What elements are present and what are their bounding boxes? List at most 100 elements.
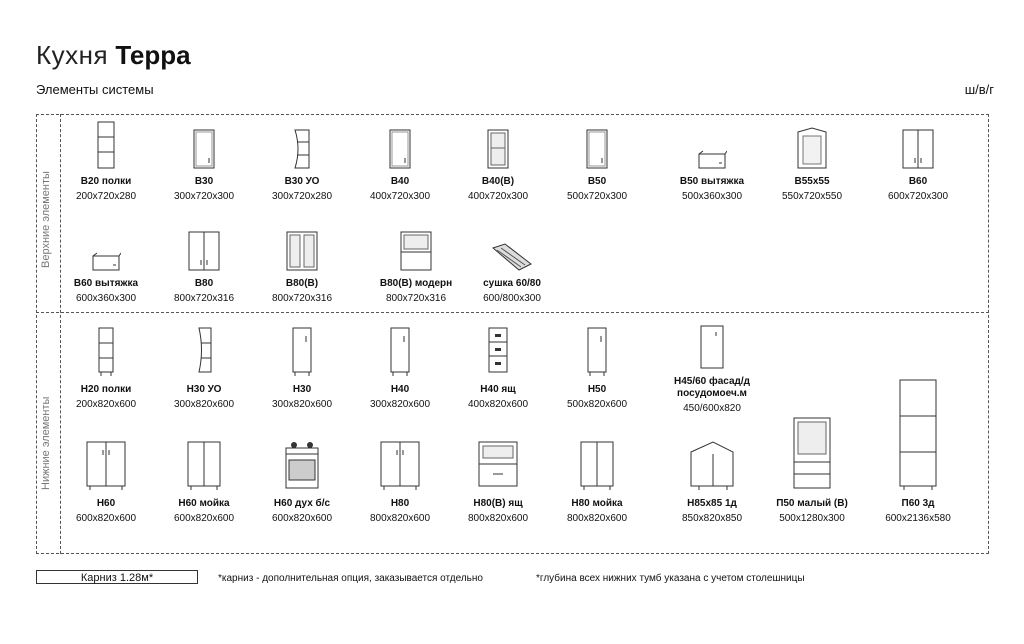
catalog-item: В60 600x720x300 (870, 118, 966, 203)
double-base-cabinet-icon (58, 440, 154, 492)
item-name: Н80 мойка (571, 498, 623, 509)
end-shelf-base-icon (156, 326, 252, 378)
footnote-cornice: *карниз - дополнительная опция, заказыва… (218, 573, 483, 584)
oven-stove-icon (254, 440, 350, 492)
lower-section-label: Нижние элементы (40, 396, 52, 490)
double-wall-cabinet-icon (156, 220, 252, 272)
item-size: 800x820x600 (566, 513, 628, 524)
item-name: В30 УО (284, 176, 320, 187)
item-size: 800x720x316 (385, 293, 447, 304)
item-name: Н20 полки (80, 384, 132, 395)
item-name: сушка 60/80 (483, 278, 541, 289)
catalog-item: В40(В)400x720x300 (450, 118, 546, 203)
item-name: П50 малый (В) (776, 498, 848, 509)
item-name: В80(В) модерн (379, 278, 453, 289)
item-name: Н85x85 1д (687, 498, 737, 509)
wall-cabinet-icon (156, 118, 252, 170)
end-shelf-cabinet-icon (254, 118, 350, 170)
item-size: 600x2136x580 (885, 513, 951, 524)
catalog-item: В50 вытяжка 500x360x300 (664, 118, 760, 203)
catalog-item: В80(В)800x720x316 (254, 220, 350, 305)
hood-cabinet-icon (664, 118, 760, 170)
wall-cabinet-icon (549, 118, 645, 170)
item-name: Н60 дух б/с (273, 498, 331, 509)
corner-wall-cabinet-icon (764, 118, 860, 170)
item-name: Н45/60 фасад/д посудомоеч.м (673, 376, 751, 399)
catalog-item: Н50 500x820x600 (549, 326, 645, 411)
item-size: 300x820x600 (271, 399, 333, 410)
double-wall-cabinet-icon (870, 118, 966, 170)
item-size: 800x720x316 (173, 293, 235, 304)
item-size: 200x720x280 (75, 191, 137, 202)
catalog-item: В60 вытяжка 600x360x300 (58, 220, 154, 305)
catalog-item: В20 полки 200x720x280 (58, 118, 154, 203)
modern-glass-cabinet-icon (368, 220, 464, 272)
item-name: В60 (908, 176, 928, 187)
item-name: В20 полки (80, 176, 132, 187)
drawer-glass-base-icon (450, 440, 546, 492)
double-glass-cabinet-icon (254, 220, 350, 272)
base-cabinet-icon (352, 326, 448, 378)
wall-cabinet-icon (352, 118, 448, 170)
item-name: Н40 (390, 384, 410, 395)
frame-divider-horizontal (36, 312, 989, 313)
item-size: 400x720x300 (467, 191, 529, 202)
upper-section-label: Верхние элементы (40, 171, 52, 268)
cornice-label: Карниз 1.28м* (36, 570, 198, 584)
catalog-item: Н40 300x820x600 (352, 326, 448, 411)
drawer-base-icon (450, 326, 546, 378)
footnote-depth: *глубина всех нижних тумб указана с учет… (536, 573, 805, 584)
title-light: Кухня (36, 40, 109, 70)
item-size: 400x820x600 (467, 399, 529, 410)
item-size: 300x820x600 (173, 399, 235, 410)
item-size: 500x1280x300 (779, 513, 845, 524)
item-size: 500x360x300 (681, 191, 743, 202)
item-size: 200x820x600 (75, 399, 137, 410)
catalog-item: сушка 60/80 600/800x300 (464, 220, 560, 305)
item-size: 800x820x600 (467, 513, 529, 524)
catalog-item: П60 3д 600x2136x580 (870, 378, 966, 525)
double-base-cabinet-icon (352, 440, 448, 492)
frame-divider-vertical (60, 114, 61, 554)
item-size: 600/800x300 (483, 293, 541, 304)
catalog-item: В30 300x720x300 (156, 118, 252, 203)
item-name: Н60 (96, 498, 116, 509)
item-name: Н50 (587, 384, 607, 395)
item-size: 600x360x300 (75, 293, 137, 304)
item-size: 400x720x300 (369, 191, 431, 202)
item-name: П60 3д (901, 498, 935, 509)
title-bold: Терра (115, 40, 191, 70)
item-size: 450/600x820 (683, 403, 741, 414)
item-name: В50 вытяжка (679, 176, 745, 187)
item-size: 600x720x300 (887, 191, 949, 202)
catalog-item: Н20 полки 200x820x600 (58, 326, 154, 411)
dish-dryer-icon (464, 220, 560, 272)
item-size: 300x720x300 (173, 191, 235, 202)
item-name: В30 (194, 176, 214, 187)
item-size: 300x720x280 (271, 191, 333, 202)
catalog-item: В50 500x720x300 (549, 118, 645, 203)
item-size: 500x720x300 (566, 191, 628, 202)
subtitle: Элементы системы (36, 82, 154, 97)
corner-base-icon (664, 440, 760, 492)
catalog-item: В30 УО 300x720x280 (254, 118, 350, 203)
open-shelf-cabinet-icon (58, 118, 154, 170)
item-name: В60 вытяжка (73, 278, 139, 289)
base-cabinet-icon (549, 326, 645, 378)
item-name: Н60 мойка (178, 498, 230, 509)
item-name: В50 (587, 176, 607, 187)
item-size: 300x820x600 (369, 399, 431, 410)
item-size: 500x820x600 (566, 399, 628, 410)
catalog-item: В80(В) модерн 800x720x316 (368, 220, 464, 305)
